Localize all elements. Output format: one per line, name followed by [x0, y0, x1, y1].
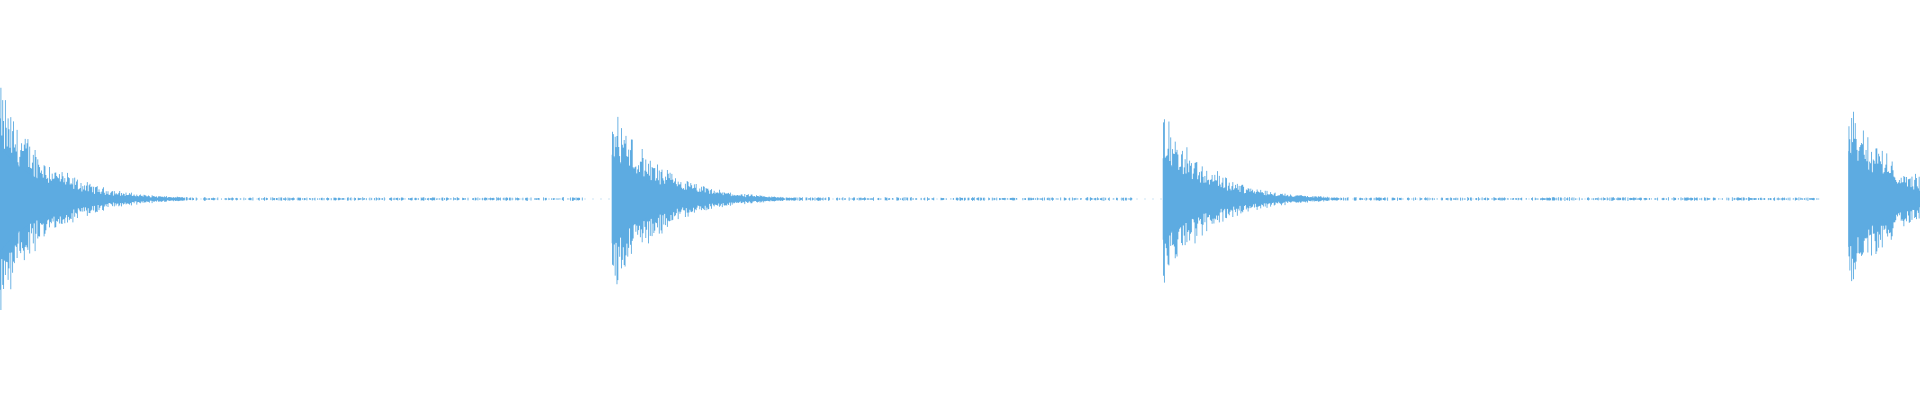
waveform-burst-core [1848, 151, 1920, 247]
waveform-burst [0, 87, 583, 310]
waveform-bursts [0, 87, 1920, 310]
waveform-burst-core [1162, 158, 1274, 240]
waveform-burst-core [611, 154, 723, 244]
waveform-burst [1848, 111, 1920, 282]
waveform-burst [1162, 119, 1820, 283]
waveform-burst-core [0, 146, 111, 252]
waveform-burst [611, 116, 1133, 285]
